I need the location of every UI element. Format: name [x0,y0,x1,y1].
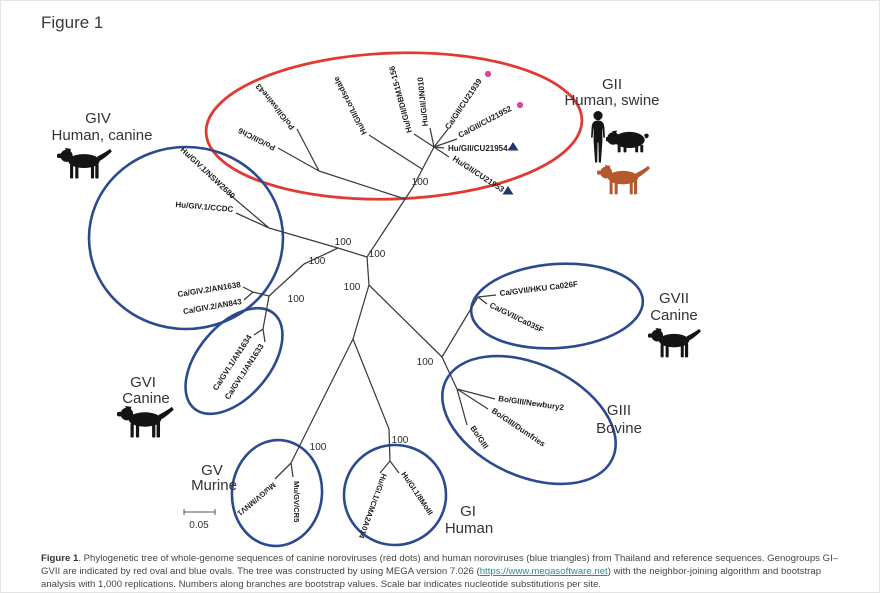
canine-dot-marker [484,70,492,78]
bootstrap-value: 100 [335,237,352,248]
group-label-gii-host: Human, swine [564,92,659,109]
group-label-giii-host: Bovine [596,420,642,437]
group-label-gi-host: Human [445,520,493,537]
megasoftware-link[interactable]: https://www.megasoftware.net [479,566,608,578]
brown-dog-icon-gii [597,165,650,195]
taxon-label-hu-ccdc: Hu/GIV.1/CCDC [175,200,234,214]
taxon-label-hu-cma2a014: Hu/GI.1/CMA2A014 [356,472,388,540]
caption-text-after-link: ) with the neighbor-joining algorithm an… [41,566,822,591]
human-icon-gii [591,111,605,163]
bootstrap-value: 100 [412,177,429,188]
taxon-label-hu-cu21954: Hu/GII/CU21954 [448,144,508,153]
taxon-label-hu-lordsdale: Hu/GII/Lordsdale [331,75,368,137]
taxon-label-mu-mnv1: Mu/GV/MNV1 [235,480,278,518]
group-label-giii-name: GIII [607,402,631,419]
human-triangle-marker [507,142,519,151]
bootstrap-value: 100 [309,256,326,267]
group-label-gvii-name: GVII [659,290,689,307]
tree-branches [228,127,497,480]
bootstrap-value: 100 [417,357,434,368]
blue-oval-gvii [469,262,645,350]
dog-icon-gvi [117,406,174,438]
taxon-label-ca-an843: Ca/GIV.2/AN843 [182,297,242,316]
scale-bar [183,509,216,515]
group-label-gv-host: Murine [191,477,237,494]
blue-oval-giii [441,354,617,486]
caption-text-before-link: . Phylogenetic tree of whole-genome sequ… [41,553,839,578]
bootstrap-value: 100 [344,282,361,293]
taxon-label-ca-hku-ca026f: Ca/GVII/HKU Ca026F [499,279,578,298]
blue-oval-gi [342,443,448,547]
taxon-label-bo-newbury2: Bo/GIII/Newbury2 [498,394,565,412]
group-label-giv-host: Human, canine [52,127,153,144]
blue-oval-gvi [184,306,284,416]
group-label-gi-name: GI [460,503,476,520]
taxon-label-ca-an1638: Ca/GIV.2/AN1638 [177,280,242,299]
canine-dot-marker [516,101,524,109]
taxon-label-po-ch6: Po/GII/Ch6 [236,126,277,153]
red-oval-gii [204,51,584,201]
group-label-gii-name: GII [602,76,622,93]
dog-icon-gvii [648,328,701,358]
taxon-label-bo-giii: Bo/GIII [468,424,490,450]
taxon-label-po-swine43: Po/GII/swine43 [254,81,297,131]
pig-icon-gii [606,130,649,153]
taxon-label-bo-dumfries: Bo/GIII/Dumfries [490,406,547,449]
group-label-giv-name: GIV [85,110,111,127]
bootstrap-value: 100 [310,442,327,453]
caption-label: Figure 1 [41,553,79,564]
taxon-label-hu-nsw2680: Hu/GIV.1/NSW2680 [178,145,237,201]
bootstrap-value: 100 [392,435,409,446]
group-label-gvi-host: Canine [122,390,170,407]
scale-bar-label: 0.05 [189,520,209,531]
figure-title: Figure 1 [41,13,104,32]
taxon-label-hu-dbm15-156: Hu/GII/DBM15-156 [387,64,414,133]
group-label-gvi-name: GVI [130,374,156,391]
human-triangle-marker [502,186,514,195]
blue-oval-gv [230,438,324,548]
taxon-label-ca-ca035f: Ca/GVII/Ca035F [488,301,545,335]
group-label-gvii-host: Canine [650,307,698,324]
taxon-label-mu-cr5: Mu/GV/CR5 [292,481,301,523]
figure-caption: Figure 1. Phylogenetic tree of whole-gen… [41,552,843,592]
dog-icon-giv [57,148,112,179]
blue-oval-giv [87,145,285,331]
bootstrap-value: 100 [288,294,305,305]
group-label-gv-name: GV [201,462,223,479]
taxon-label-hu-8mo: Hu/GI.1/8MoIII [399,470,435,517]
bootstrap-value: 100 [369,249,386,260]
taxon-label-hu-jn010: Hu/GII/JN010 [416,76,430,127]
